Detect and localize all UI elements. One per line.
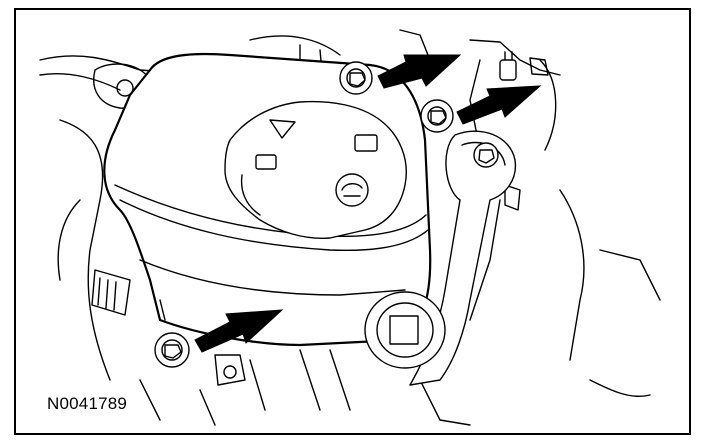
fastener-top-right bbox=[420, 99, 454, 133]
lower-boss bbox=[364, 291, 446, 369]
reservoir-body bbox=[103, 52, 432, 347]
lower-stud bbox=[214, 354, 246, 386]
figure-id-label: N0041789 bbox=[47, 394, 128, 413]
fastener-top-left bbox=[339, 61, 373, 95]
fastener-bottom-left bbox=[154, 332, 190, 368]
fastener-top-right-arrow bbox=[456, 85, 542, 125]
arrow-icon bbox=[377, 54, 462, 89]
fastener-top-left-arrow bbox=[377, 54, 462, 89]
fastener-bracket bbox=[473, 142, 499, 168]
arrow-icon bbox=[194, 309, 284, 353]
arrow-icon bbox=[456, 85, 542, 125]
hose-connector bbox=[91, 269, 131, 316]
fastener-bottom-left-arrow bbox=[194, 309, 284, 353]
